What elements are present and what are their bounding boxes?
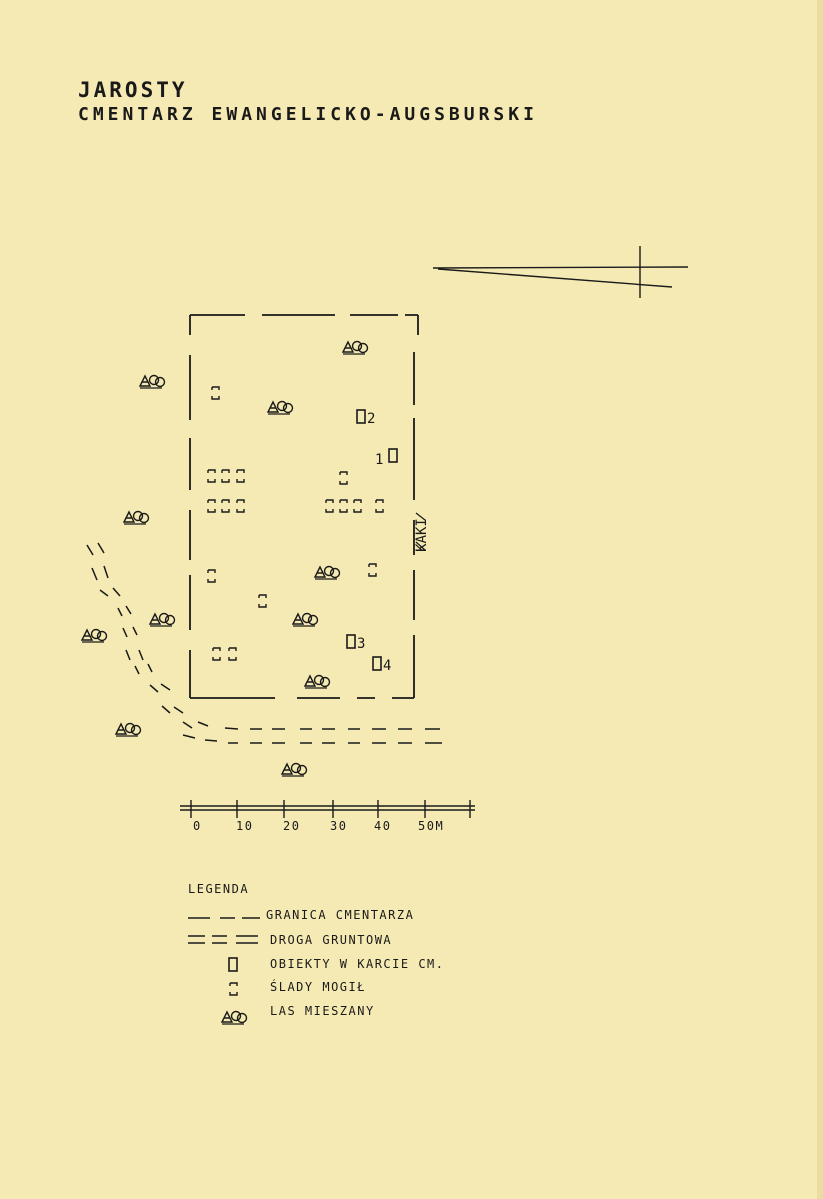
object-marker	[388, 448, 398, 463]
legend: LEGENDA GRANICA CMENTARZA DROGA GRUNTOWA…	[188, 882, 445, 1025]
map-subtitle: CMENTARZ EWANGELICKO-AUGSBURSKI	[78, 104, 538, 125]
tree-icon	[267, 400, 294, 415]
legend-heading: LEGENDA	[188, 882, 249, 896]
tree-icon	[304, 674, 331, 689]
object-number: 4	[383, 658, 391, 674]
cemetery-boundary	[189, 314, 419, 699]
legend-item-label: GRANICA CMENTARZA	[266, 908, 414, 922]
tree-icon	[342, 340, 369, 355]
object-number: 1	[375, 452, 383, 468]
scale-tick: 10	[236, 819, 253, 833]
object-marker	[346, 634, 356, 649]
tree-icon	[123, 510, 150, 525]
tree-icon	[115, 722, 142, 737]
tree-icon	[292, 612, 319, 627]
legend-item-label: OBIEKTY W KARCIE CM.	[270, 957, 445, 971]
north-arrow	[432, 246, 689, 298]
legend-road-symbol	[188, 935, 258, 944]
legend-object-symbol	[228, 957, 238, 972]
scale-tick: 50M	[418, 819, 444, 833]
object-number: 2	[367, 411, 375, 427]
object-marker	[372, 656, 382, 671]
scale-tick: 40	[374, 819, 391, 833]
object-marker	[356, 409, 366, 424]
legend-grave-symbol	[229, 982, 238, 996]
legend-item-label: ŚLADY MOGIŁ	[270, 979, 366, 994]
tree-icons	[81, 340, 369, 777]
scale-tick: 20	[283, 819, 300, 833]
object-number: 3	[357, 636, 365, 652]
map-objects: 2 1 3 4	[346, 409, 398, 674]
scale-tick: 30	[330, 819, 347, 833]
dirt-road	[86, 542, 442, 744]
paper-edge	[817, 0, 823, 1199]
tree-icon	[149, 612, 176, 627]
legend-item-label: DROGA GRUNTOWA	[270, 933, 392, 947]
tree-icon	[281, 762, 308, 777]
tree-icon	[314, 565, 341, 580]
tree-icon	[139, 374, 166, 389]
tree-icon	[81, 628, 108, 643]
scale-tick: 0	[193, 819, 202, 833]
map-title: JAROSTY	[78, 78, 188, 102]
scale-bar: 0 10 20 30 40 50M	[180, 800, 475, 833]
legend-item-label: LAS MIESZANY	[270, 1004, 375, 1018]
legend-tree-icon	[221, 1010, 248, 1025]
